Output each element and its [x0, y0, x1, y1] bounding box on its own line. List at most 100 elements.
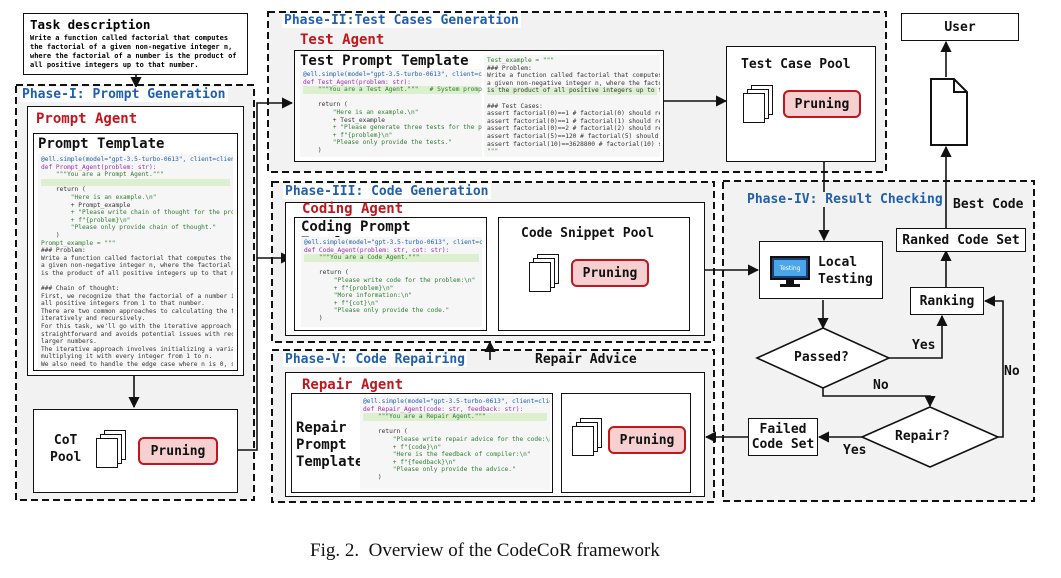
phase2-title: Phase-II:Test Cases Generation — [282, 13, 521, 28]
code-line: assert factorial(5)==120 # factorial(5) … — [487, 132, 659, 140]
code-line: """You are a Test Agent.""" # System pro… — [303, 86, 482, 94]
code-line: + f"{problem}\n" — [41, 216, 131, 224]
code-line: """You are a Repair Agent.""" — [363, 413, 547, 421]
code-line: def Prompt_Agent(problem: str): — [41, 163, 157, 171]
test-template-code-left: @ell.simple(model="gpt-3.5-turbo-0613", … — [300, 69, 482, 157]
code-line: We also need to handle the edge case whe… — [41, 361, 233, 368]
code-line — [41, 278, 230, 286]
prompt-agent-label: Prompt Agent — [36, 111, 138, 127]
test-template-code-right: Test_example = """### Problem:Write a fu… — [484, 55, 660, 157]
local-testing-box: Testing Local Testing — [759, 241, 883, 299]
code-line: ) — [304, 314, 323, 322]
repair-agent-label: Repair Agent — [302, 377, 404, 393]
code-line: For this task, we'll go with the iterati… — [41, 323, 231, 331]
repair-no-label: No — [1004, 364, 1020, 379]
code-line: First, we recognize that the factorial o… — [41, 292, 233, 300]
test-case-pool-box: Test Case Pool Pruning — [726, 46, 876, 162]
coding-template-code: @ell.simple(model="gpt-3.5-turbo-0613", … — [301, 237, 482, 327]
repair-pruning: Pruning — [608, 426, 686, 454]
code-line: ) — [363, 473, 382, 481]
coding-template-box: Coding Prompt Template @ell.simple(model… — [294, 217, 487, 331]
prompt-template-code: @ell.simple(model="gpt-3.5-turbo-0613", … — [38, 154, 233, 368]
coding-agent-label: Coding Agent — [302, 201, 404, 217]
prompt-template-box: Prompt Template @ell.simple(model="gpt-3… — [33, 133, 238, 371]
code-line: """You are a Prompt Agent.""" — [41, 171, 164, 179]
code-line: ### Problem: — [487, 64, 532, 72]
code-line: "Please only provide the advice." — [363, 466, 516, 474]
code-line: + f"{problem}\n" — [304, 284, 394, 292]
code-line — [363, 421, 547, 429]
code-line: ) — [41, 231, 60, 239]
prompt-template-title: Prompt Template — [38, 136, 165, 152]
figure-caption: Fig. 2. Overview of the CodeCoR framewor… — [310, 540, 660, 561]
arrow-passed-no-to-repair — [822, 388, 936, 408]
code-line: + f"{cot}\n" — [304, 299, 379, 307]
code-line: a given non-negative integer n, where th… — [41, 262, 231, 270]
code-line: Write a function called factorial that c… — [41, 254, 231, 262]
task-text: Write a function called factorial that c… — [30, 34, 237, 69]
local-testing-label: Local Testing — [818, 255, 873, 287]
repair-yes-label: Yes — [843, 443, 867, 458]
code-line: @ell.simple(model="gpt-3.5-turbo-0613", … — [41, 156, 233, 163]
code-line: Prompt_example = """ — [41, 239, 116, 247]
code-line: "Here is the feedback of compiler:\n" — [363, 451, 531, 459]
cot-pruning: Pruning — [138, 437, 218, 465]
code-line: The iterative approach involves initiali… — [41, 345, 233, 353]
monitor-screen: Testing — [774, 260, 806, 276]
arrow-repair-no-to-ranking — [983, 295, 1004, 438]
test-case-pool-title: Test Case Pool — [741, 57, 851, 72]
code-line: Write a function called factorial that c… — [487, 72, 660, 80]
code-line: + f"{problem}\n" — [303, 131, 393, 139]
repair-label: Repair? — [895, 429, 950, 444]
failed-code-set-box: Failed Code Set — [748, 418, 818, 456]
coding-agent-box: Coding Agent Coding Prompt Template @ell… — [285, 201, 705, 336]
code-line: return ( — [304, 269, 349, 277]
code-line: all positive integers from 1 to that num… — [41, 300, 205, 308]
code-line: multiplying it with every integer from 1… — [41, 353, 213, 361]
test-agent-label: Test Agent — [300, 32, 385, 48]
code-line: "Please write repair advice for the code… — [363, 435, 550, 443]
code-line: @ell.simple(model="gpt-3.5-turbo-0613", … — [363, 398, 550, 405]
ranked-code-set-box: Ranked Code Set — [896, 228, 1026, 252]
code-line: return ( — [41, 186, 86, 194]
code-line: """You are a Code Agent.""" — [304, 254, 479, 262]
best-code-label: Best Code — [953, 197, 1024, 212]
code-line: assert factorial(0)==2 # factorial(2) sh… — [487, 125, 660, 133]
code-line: is the product of all positive integers … — [487, 87, 660, 95]
phase1-title: Phase-I: Prompt Generation — [20, 87, 228, 102]
prompt-agent-box: Prompt Agent Prompt Template @ell.simple… — [27, 106, 244, 376]
phase5-title: Phase-V: Code Repairing — [283, 352, 468, 367]
phase4-title: Phase-IV: Result Checking — [745, 192, 945, 207]
code-line: ### Problem: — [41, 247, 86, 255]
code-line: + Test_example — [303, 116, 385, 124]
code-line: ### Test Cases: — [487, 102, 543, 110]
repair-advice-label: Repair Advice — [535, 352, 637, 367]
repair-template-box: Repair Prompt Template @ell.simple(model… — [291, 393, 553, 493]
repair-template-code: @ell.simple(model="gpt-3.5-turbo-0613", … — [360, 396, 550, 490]
code-line: ) — [303, 146, 322, 154]
documents-icon — [527, 254, 563, 294]
documents-icon — [741, 85, 777, 125]
code-line: + f"{feedback}\n" — [363, 458, 457, 466]
passed-label: Passed? — [794, 350, 849, 365]
code-pruning: Pruning — [571, 259, 649, 287]
ranking-box: Ranking — [910, 287, 984, 315]
code-line: "Please only provide the tests." — [303, 139, 453, 147]
repair-agent-box: Repair Agent Repair Prompt Template @ell… — [285, 372, 705, 497]
code-line: @ell.simple(model="gpt-3.5-turbo-0613", … — [304, 239, 482, 246]
code-line: + "Please generate three tests for the p… — [332, 124, 482, 132]
repair-template-title: Repair Prompt Template — [296, 420, 364, 470]
code-snippet-pool-box: Code Snippet Pool Pruning — [498, 217, 690, 331]
code-line: "Please only provide the code." — [304, 307, 450, 315]
code-line: @ell.simple(model="gpt-3.5-turbo-0613", … — [303, 71, 482, 78]
documents-icon — [570, 418, 606, 458]
code-snippet-pool-title: Code Snippet Pool — [521, 226, 655, 241]
code-line — [487, 95, 657, 103]
arrow-passed-yes-to-ranking — [889, 314, 948, 359]
task-title: Task description — [30, 17, 151, 32]
code-line: "More information:\n" — [304, 292, 413, 300]
code-line: def Test_Agent(problem: str): — [303, 78, 412, 86]
code-line: "Please write code for the problem:\n" — [304, 276, 476, 284]
